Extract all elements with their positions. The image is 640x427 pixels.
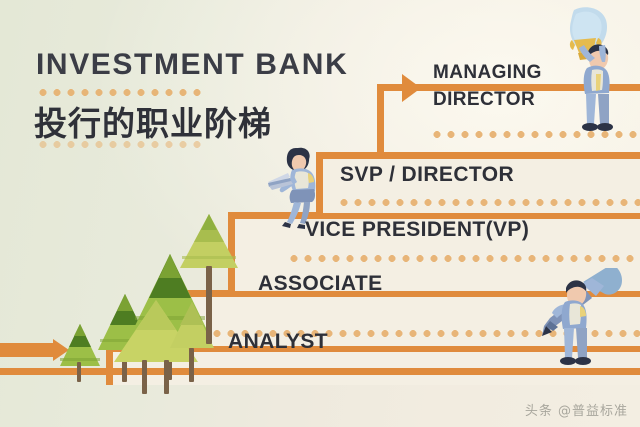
dotted-rule-vp: [287, 255, 640, 262]
dotted-rule-associate: [196, 330, 640, 337]
page-title-chinese: 投行的职业阶梯: [34, 104, 272, 143]
ladder-step-vice-president: [228, 212, 640, 291]
step-label-managing-director-line1: MANAGING: [433, 62, 542, 83]
ladder-step-managing-director: [377, 84, 640, 153]
figure-woman-with-laptop: [258, 142, 336, 235]
step-label-svp-director: SVP / DIRECTOR: [340, 163, 515, 186]
tree-5: [168, 300, 216, 382]
tree-foliage-icon: [170, 302, 214, 348]
tree-1: [58, 322, 102, 382]
tree-6: [178, 212, 240, 344]
dotted-rule-under-chinese-title: [36, 141, 206, 148]
tree-foliage-icon: [60, 324, 100, 366]
step-label-vice-president: VICE PRESIDENT(VP): [305, 218, 530, 241]
start-arrow-shaft: [0, 343, 55, 357]
ground-line: [0, 368, 640, 375]
watermark: 头条 @普益标准: [524, 404, 628, 419]
page-title-english: INVESTMENT BANK: [36, 48, 349, 81]
step-label-managing-director-line2: DIRECTOR: [433, 89, 536, 110]
dotted-rule-svp: [337, 199, 640, 206]
tree-foliage-icon: [180, 214, 238, 268]
step-label-associate: ASSOCIATE: [258, 272, 383, 295]
figure-man-with-trophy: [540, 4, 632, 139]
dotted-rule-managing-director: [430, 131, 640, 138]
top-arrow-shaft: [377, 84, 422, 91]
figure-man-with-pen: [516, 264, 626, 383]
dotted-rule-under-english-title: [36, 89, 206, 96]
ladder-step-analyst: [106, 345, 640, 385]
top-arrow-head: [402, 74, 421, 102]
step-label-analyst: ANALYST: [228, 330, 329, 353]
